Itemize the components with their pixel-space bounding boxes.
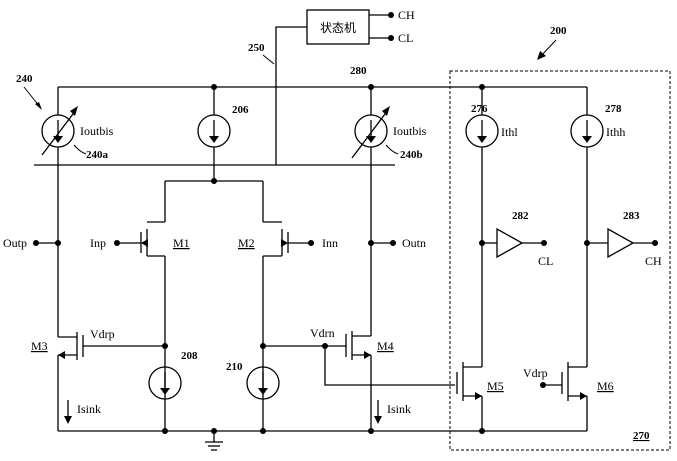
- transistor-m1: [119, 181, 166, 431]
- label-m1: M1: [173, 236, 190, 250]
- transistor-m6: [545, 362, 588, 431]
- label-ioutbis-right: Ioutbis: [393, 124, 427, 138]
- state-machine-label: 状态机: [320, 21, 356, 35]
- control-line-250: [275, 26, 307, 165]
- label-ioutbis-left: Ioutbis: [80, 124, 114, 138]
- buffer-283: [587, 227, 653, 259]
- block-270-boundary: [449, 70, 671, 451]
- ref-240: 240: [16, 73, 33, 85]
- ref-280: 280: [350, 65, 367, 77]
- ref-240a: 240a: [86, 149, 109, 161]
- label-vdrp-left: Vdrp: [90, 327, 115, 341]
- label-inp: Inp: [90, 236, 106, 250]
- label-m3: M3: [31, 339, 48, 353]
- label-ch: CH: [645, 254, 662, 268]
- ref-278: 278: [605, 103, 622, 115]
- ref-240b: 240b: [400, 149, 423, 161]
- label-isink-right: Isink: [387, 402, 411, 416]
- label-outn: Outn: [402, 236, 426, 250]
- label-m4: M4: [377, 339, 394, 353]
- ref-250: 250: [248, 42, 265, 54]
- state-machine-block: 状态机 CH CL 280: [306, 8, 415, 77]
- current-source-208: [148, 366, 182, 400]
- current-source-210: [246, 366, 280, 400]
- label-outp: Outp: [3, 236, 27, 250]
- ground-symbol: [205, 431, 223, 451]
- transistor-m4: [263, 331, 372, 431]
- label-ithl: Ithl: [501, 125, 518, 139]
- transistor-m2: [262, 181, 309, 431]
- ref-206: 206: [232, 104, 249, 116]
- ref-208: 208: [181, 350, 198, 362]
- ref-282: 282: [512, 210, 529, 222]
- transistor-m5: [456, 362, 483, 431]
- label-m2: M2: [238, 236, 255, 250]
- label-cl: CL: [538, 254, 553, 268]
- ref-283: 283: [623, 210, 640, 222]
- label-vdrn: Vdrn: [310, 326, 335, 340]
- current-source-278: [570, 87, 604, 367]
- label-vdrp-right: Vdrp: [523, 366, 548, 380]
- label-ithh: Ithh: [606, 125, 625, 139]
- current-source-206: [197, 87, 231, 181]
- state-machine-cl-output: CL: [398, 31, 413, 45]
- ref-276: 276: [471, 103, 488, 115]
- ref-270: 270: [633, 430, 650, 442]
- label-isink-left: Isink: [77, 402, 101, 416]
- transistor-m3: [57, 332, 165, 431]
- ref-210: 210: [226, 361, 243, 373]
- state-machine-ch-output: CH: [398, 8, 415, 22]
- ref-200: 200: [550, 25, 567, 37]
- label-m5: M5: [487, 379, 504, 393]
- label-m6: M6: [597, 379, 614, 393]
- current-source-240b: [351, 87, 390, 336]
- buffer-282: [482, 227, 542, 259]
- label-inn: Inn: [322, 236, 338, 250]
- current-source-240a: [41, 87, 78, 337]
- current-source-276: [465, 87, 499, 367]
